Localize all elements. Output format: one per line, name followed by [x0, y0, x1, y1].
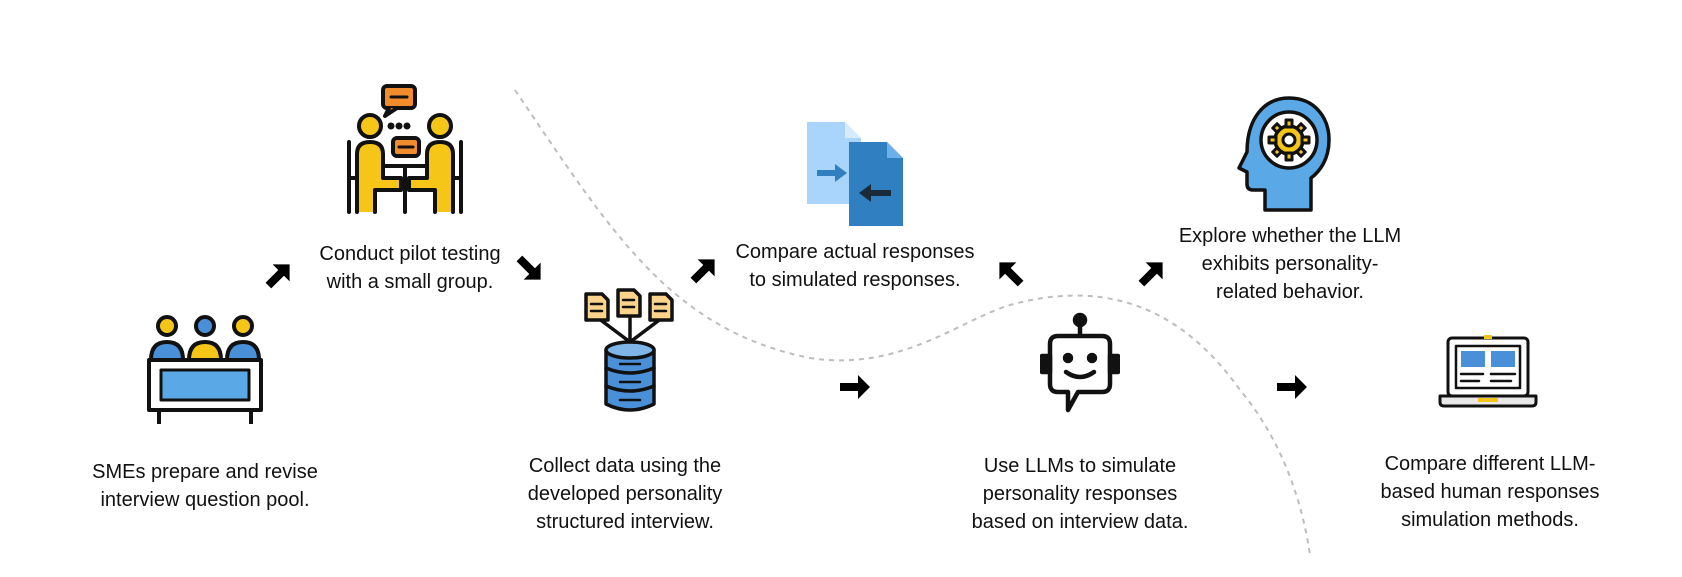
laptop-icon — [1438, 335, 1538, 408]
arrow-down-right — [516, 255, 541, 280]
interview-people-icon — [347, 84, 463, 214]
head-gear-icon — [1237, 96, 1331, 212]
arrow-up-left — [999, 262, 1024, 287]
robot-chat-icon — [1040, 312, 1120, 413]
arrow-right-1 — [840, 375, 870, 399]
file-exchange-icon — [807, 122, 903, 226]
sme-step-label: SMEs prepare and revise interview questi… — [92, 461, 318, 511]
methods-step-label: Compare different LLM- based human respo… — [1380, 453, 1600, 531]
pilot-step-label: Conduct pilot testing with a small group… — [319, 243, 501, 293]
meeting-table-icon — [147, 315, 263, 424]
database-icon — [584, 288, 674, 412]
arrow-up-right-2 — [690, 259, 715, 284]
arrow-up-right-3 — [1138, 262, 1163, 287]
explore-step-label: Explore whether the LLM exhibits persona… — [1178, 225, 1402, 303]
simulate-step-label: Use LLMs to simulate personality respons… — [971, 455, 1189, 533]
arrow-up-right-1 — [265, 264, 290, 289]
collect-step-label: Collect data using the developed persona… — [527, 455, 723, 533]
arrow-right-2 — [1277, 375, 1307, 399]
compare-step-label: Compare actual responses to simulated re… — [735, 241, 975, 291]
